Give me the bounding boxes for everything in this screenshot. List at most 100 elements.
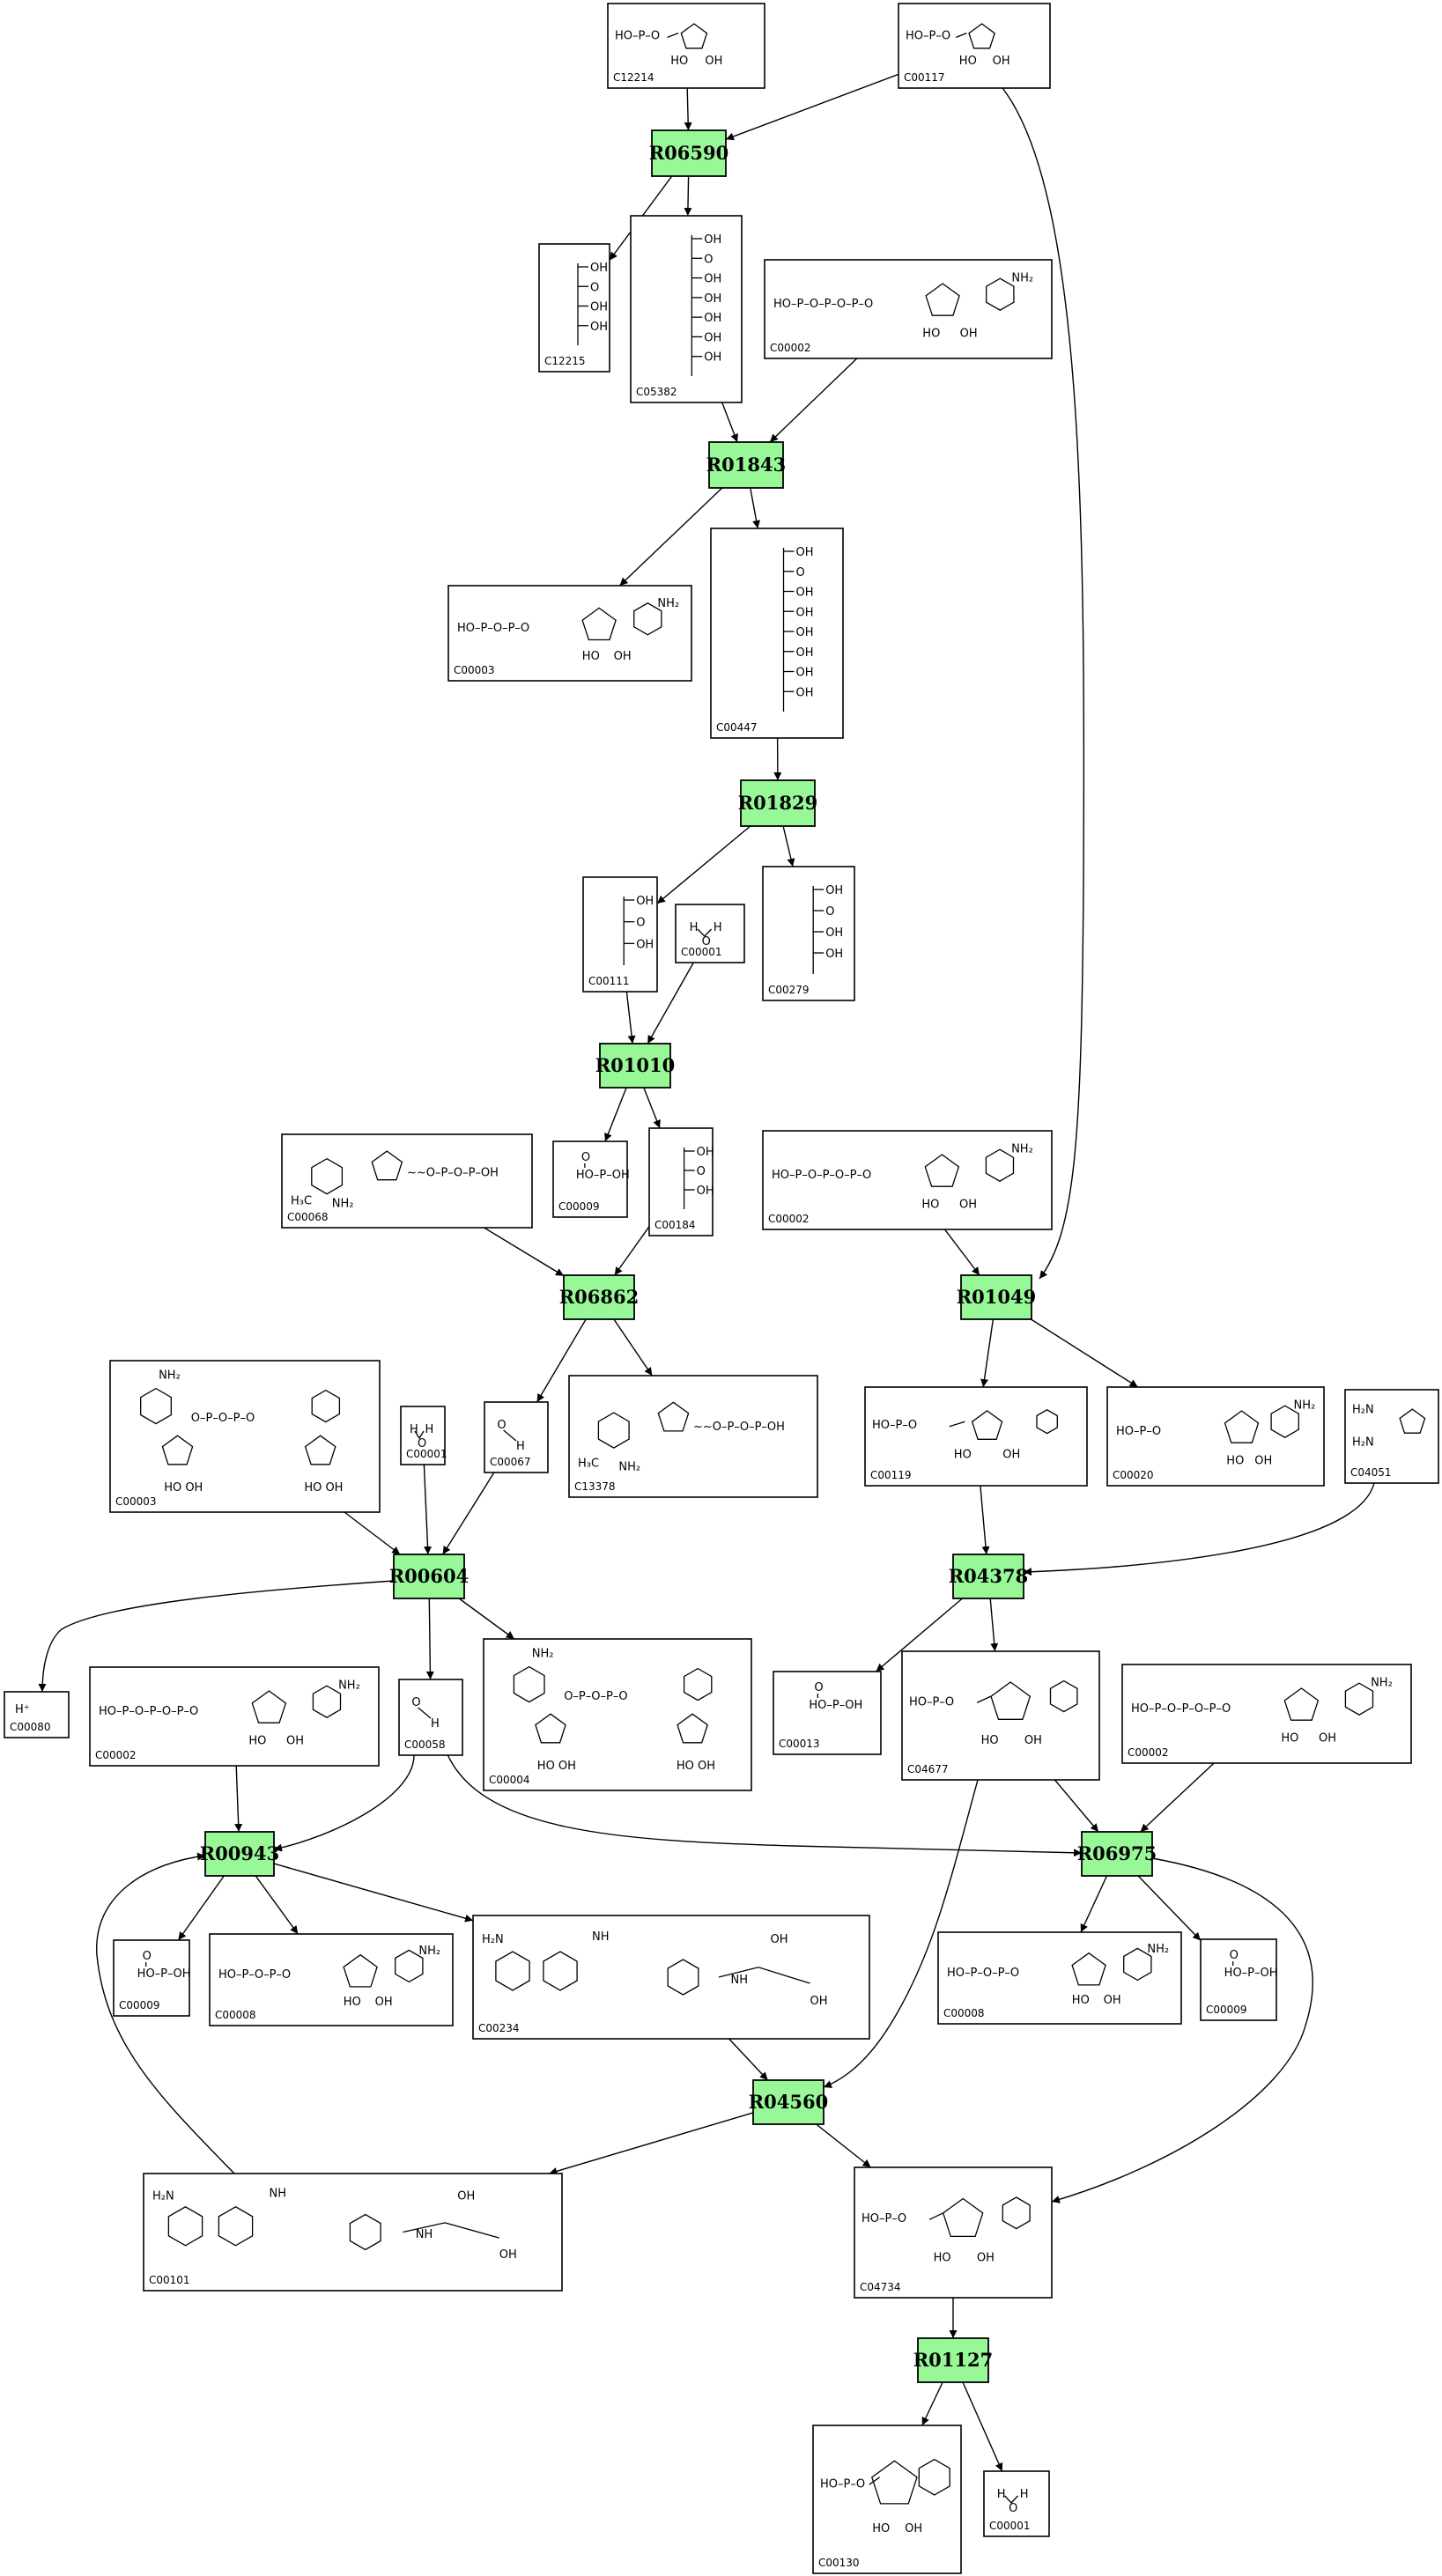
compound-box[interactable] xyxy=(4,1691,70,1738)
compound-box[interactable] xyxy=(89,1666,380,1767)
compound-box[interactable] xyxy=(568,1375,818,1498)
compound-box[interactable] xyxy=(710,528,844,739)
compound-box[interactable] xyxy=(1200,1938,1277,2021)
compound-box[interactable] xyxy=(648,1127,714,1236)
compound-box[interactable] xyxy=(582,876,658,993)
compound-box[interactable] xyxy=(143,2173,563,2292)
compound-box[interactable] xyxy=(762,866,855,1001)
reaction-node[interactable]: R06590 xyxy=(649,129,729,177)
compound-box[interactable] xyxy=(898,3,1051,89)
reaction-node[interactable]: R06975 xyxy=(1077,1831,1157,1877)
reaction-box[interactable] xyxy=(204,1831,275,1877)
reaction-node[interactable]: R01843 xyxy=(706,441,787,489)
reaction-box[interactable] xyxy=(599,1043,671,1089)
compound-box[interactable] xyxy=(762,1130,1053,1230)
compound-box[interactable] xyxy=(484,1401,549,1473)
compound-box[interactable] xyxy=(854,2166,1053,2299)
compound-id: C00119 xyxy=(870,1469,912,1481)
compound-box[interactable] xyxy=(398,1679,463,1756)
compound-box[interactable] xyxy=(983,2470,1050,2537)
atom-label: H⁺ xyxy=(15,1703,30,1716)
reaction-box[interactable] xyxy=(708,441,784,489)
compound-box[interactable] xyxy=(281,1133,533,1229)
bond-line xyxy=(304,1435,336,1465)
compound-box[interactable] xyxy=(400,1406,446,1465)
compound-box[interactable] xyxy=(1121,1664,1412,1764)
compound-node[interactable]: H⁺C00080 xyxy=(4,1691,70,1738)
compound-box[interactable] xyxy=(630,215,743,403)
reaction-box[interactable] xyxy=(740,779,816,827)
compound-box[interactable] xyxy=(552,1140,628,1218)
compound-box[interactable] xyxy=(109,1360,381,1513)
compound-box[interactable] xyxy=(764,259,1053,359)
reaction-node[interactable]: R01829 xyxy=(738,779,818,827)
reaction-box[interactable] xyxy=(917,2337,989,2383)
reaction-node[interactable]: R00604 xyxy=(389,1554,470,1599)
compound-box[interactable] xyxy=(113,1939,190,2017)
reaction-box[interactable] xyxy=(960,1274,1032,1320)
compound-box[interactable] xyxy=(483,1638,752,1791)
atom-label: H xyxy=(516,1440,525,1453)
compound-box[interactable] xyxy=(1344,1389,1439,1484)
reaction-node[interactable]: R06862 xyxy=(559,1274,640,1320)
compound-box[interactable] xyxy=(901,1650,1100,1781)
reaction-box[interactable] xyxy=(563,1274,635,1320)
reaction-box[interactable] xyxy=(393,1554,465,1599)
compound-box[interactable] xyxy=(607,3,765,89)
compound-box[interactable] xyxy=(538,243,610,373)
reaction-box[interactable] xyxy=(952,1554,1024,1599)
atom-label: OH xyxy=(825,926,843,940)
compound-box[interactable] xyxy=(773,1671,882,1755)
reaction-node[interactable]: R01049 xyxy=(957,1274,1037,1320)
reaction-box[interactable] xyxy=(752,2079,825,2125)
compound-box[interactable] xyxy=(675,904,745,963)
compound-box[interactable] xyxy=(472,1915,870,2040)
reaction-node[interactable]: R04560 xyxy=(749,2079,829,2125)
compound-box[interactable] xyxy=(812,2425,962,2574)
bond-line xyxy=(1002,2196,1031,2230)
reaction-node[interactable]: R01127 xyxy=(913,2337,994,2383)
reaction-node[interactable]: R00943 xyxy=(200,1831,280,1877)
reaction-node[interactable]: R04378 xyxy=(949,1554,1029,1599)
reaction-node[interactable]: R01010 xyxy=(595,1043,676,1089)
reaction-box[interactable] xyxy=(651,129,727,177)
compound-box[interactable] xyxy=(864,1386,1088,1487)
reaction-box[interactable] xyxy=(1081,1831,1153,1877)
